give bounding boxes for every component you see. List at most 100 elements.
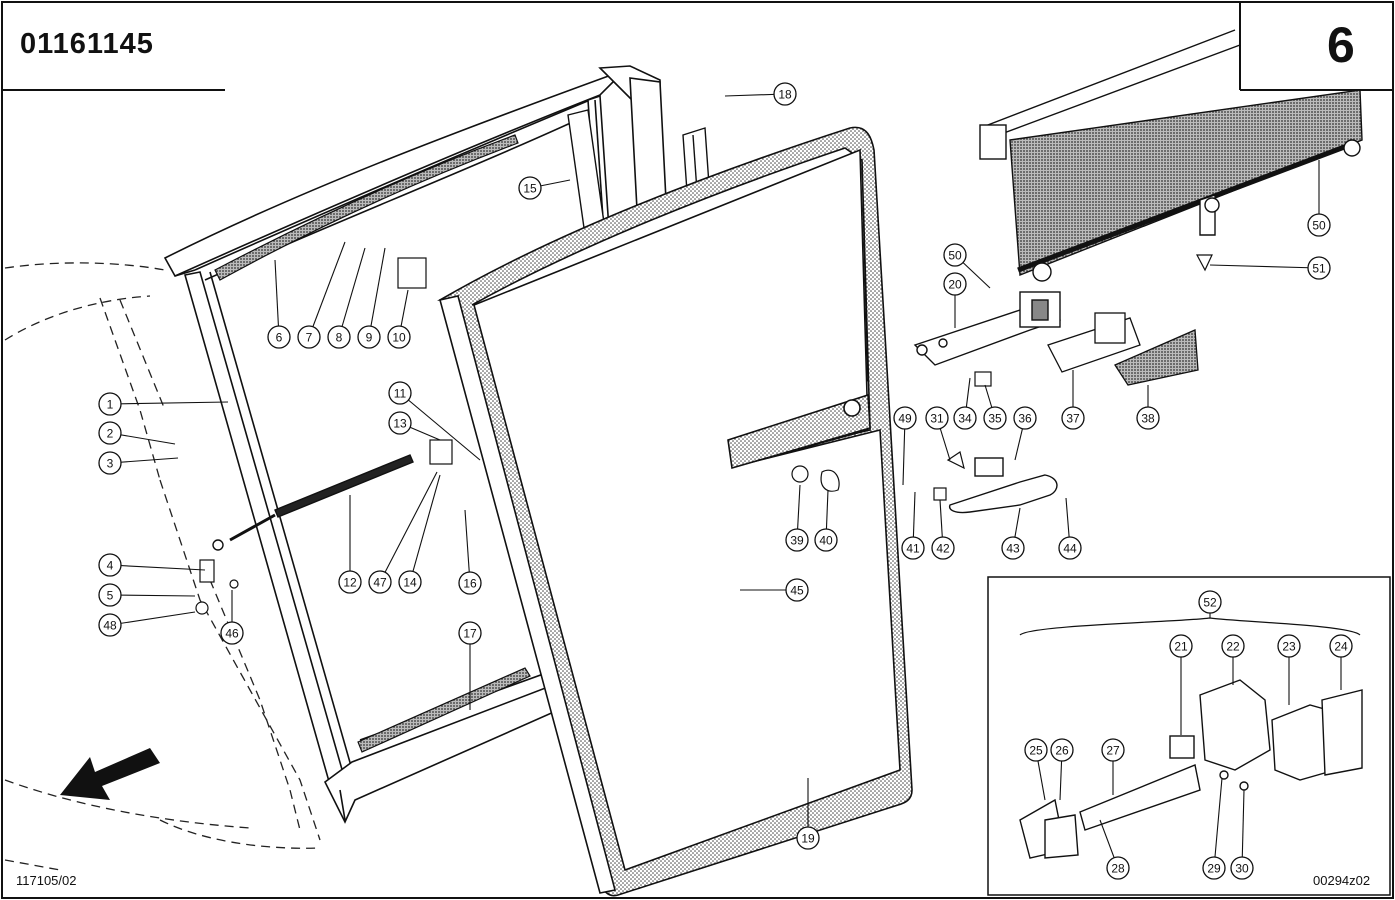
callout-circle <box>98 613 122 637</box>
callout-label: 44 <box>1063 542 1077 556</box>
callout-9: 9 <box>357 325 381 349</box>
callout-27: 27 <box>1101 738 1125 762</box>
callout-label: 41 <box>906 542 920 556</box>
callout-28: 28 <box>1106 856 1130 880</box>
callout-35: 35 <box>983 406 1007 430</box>
callout-label: 8 <box>336 331 343 345</box>
callout-circle <box>943 272 967 296</box>
callout-label: 31 <box>930 412 944 426</box>
callout-45: 45 <box>785 578 809 602</box>
callout-circle <box>943 243 967 267</box>
callout-11: 11 <box>388 381 412 405</box>
leader-line-29 <box>1213 777 1223 869</box>
callout-label: 17 <box>463 627 477 641</box>
callout-43: 43 <box>1001 536 1025 560</box>
callout-label: 39 <box>790 534 804 548</box>
seal-strip-bottom <box>357 667 531 753</box>
callout-label: 1 <box>107 398 114 412</box>
leader-line-30 <box>1241 789 1245 869</box>
door-panel <box>437 126 913 897</box>
callout-5: 5 <box>98 583 122 607</box>
callout-circle <box>297 325 321 349</box>
callout-4: 4 <box>98 553 122 577</box>
callout-label: 4 <box>107 559 114 573</box>
gas-strut <box>212 454 414 551</box>
callout-label: 47 <box>373 576 387 590</box>
callout-circle <box>1013 406 1037 430</box>
callout-circle <box>267 325 291 349</box>
callout-circle <box>1202 856 1226 880</box>
callout-41: 41 <box>901 536 925 560</box>
callout-circle <box>387 325 411 349</box>
callout-13: 13 <box>388 411 412 435</box>
callout-circle <box>1024 738 1048 762</box>
callout-circle <box>518 176 542 200</box>
callout-circle <box>785 528 809 552</box>
callout-29: 29 <box>1202 856 1226 880</box>
seal-strip-top <box>214 134 519 281</box>
callout-label: 19 <box>801 832 815 846</box>
callout-label: 23 <box>1282 640 1296 654</box>
callout-circle <box>1058 536 1082 560</box>
callout-label: 51 <box>1312 262 1326 276</box>
callout-circle <box>458 571 482 595</box>
callout-24: 24 <box>1329 634 1353 658</box>
page-number: 6 <box>1327 17 1355 73</box>
callout-42: 42 <box>931 536 955 560</box>
callout-44: 44 <box>1058 536 1082 560</box>
callout-label: 12 <box>343 576 357 590</box>
leader-line-16 <box>464 509 471 584</box>
callout-31: 31 <box>925 406 949 430</box>
callout-label: 43 <box>1006 542 1020 556</box>
callout-46: 46 <box>220 621 244 645</box>
inset-lock-parts <box>1019 679 1363 859</box>
callout-12: 12 <box>338 570 362 594</box>
callout-circle <box>1198 590 1222 614</box>
callout-18: 18 <box>773 82 797 106</box>
leader-line-48 <box>109 611 196 626</box>
callout-50: 50 <box>943 243 967 267</box>
callout-label: 40 <box>819 534 833 548</box>
callout-label: 35 <box>988 412 1002 426</box>
callout-label: 36 <box>1018 412 1032 426</box>
callout-label: 50 <box>948 249 962 263</box>
callout-circle <box>368 570 392 594</box>
callout-circle <box>1061 406 1085 430</box>
callout-label: 2 <box>107 427 114 441</box>
door-handle <box>948 457 1058 514</box>
callout-circle <box>327 325 351 349</box>
callout-label: 45 <box>790 584 804 598</box>
callout-label: 38 <box>1141 412 1155 426</box>
callout-3: 3 <box>98 451 122 475</box>
callout-circle <box>796 826 820 850</box>
plate-38 <box>1047 312 1141 373</box>
leader-line-14 <box>409 474 441 583</box>
callout-circle <box>893 406 917 430</box>
callout-1: 1 <box>98 392 122 416</box>
callout-14: 14 <box>398 570 422 594</box>
callout-circle <box>931 536 955 560</box>
roller-blind <box>979 29 1363 282</box>
callout-circle <box>98 392 122 416</box>
callout-51: 51 <box>1307 256 1331 280</box>
callout-label: 7 <box>306 331 313 345</box>
callout-circle <box>388 411 412 435</box>
callout-label: 37 <box>1066 412 1080 426</box>
callout-label: 18 <box>778 88 792 102</box>
callout-circle <box>98 451 122 475</box>
callout-circle <box>983 406 1007 430</box>
callout-circle <box>1277 634 1301 658</box>
callout-circle <box>458 621 482 645</box>
callout-label: 21 <box>1174 640 1188 654</box>
leader-line-11 <box>399 392 481 461</box>
leader-line-4 <box>109 564 206 571</box>
callout-circle <box>98 583 122 607</box>
leader-line-6 <box>274 259 280 338</box>
plate-39 <box>1114 329 1199 386</box>
callout-22: 22 <box>1221 634 1245 658</box>
part-number-title: 01161145 <box>20 28 154 60</box>
callout-37: 37 <box>1061 406 1085 430</box>
